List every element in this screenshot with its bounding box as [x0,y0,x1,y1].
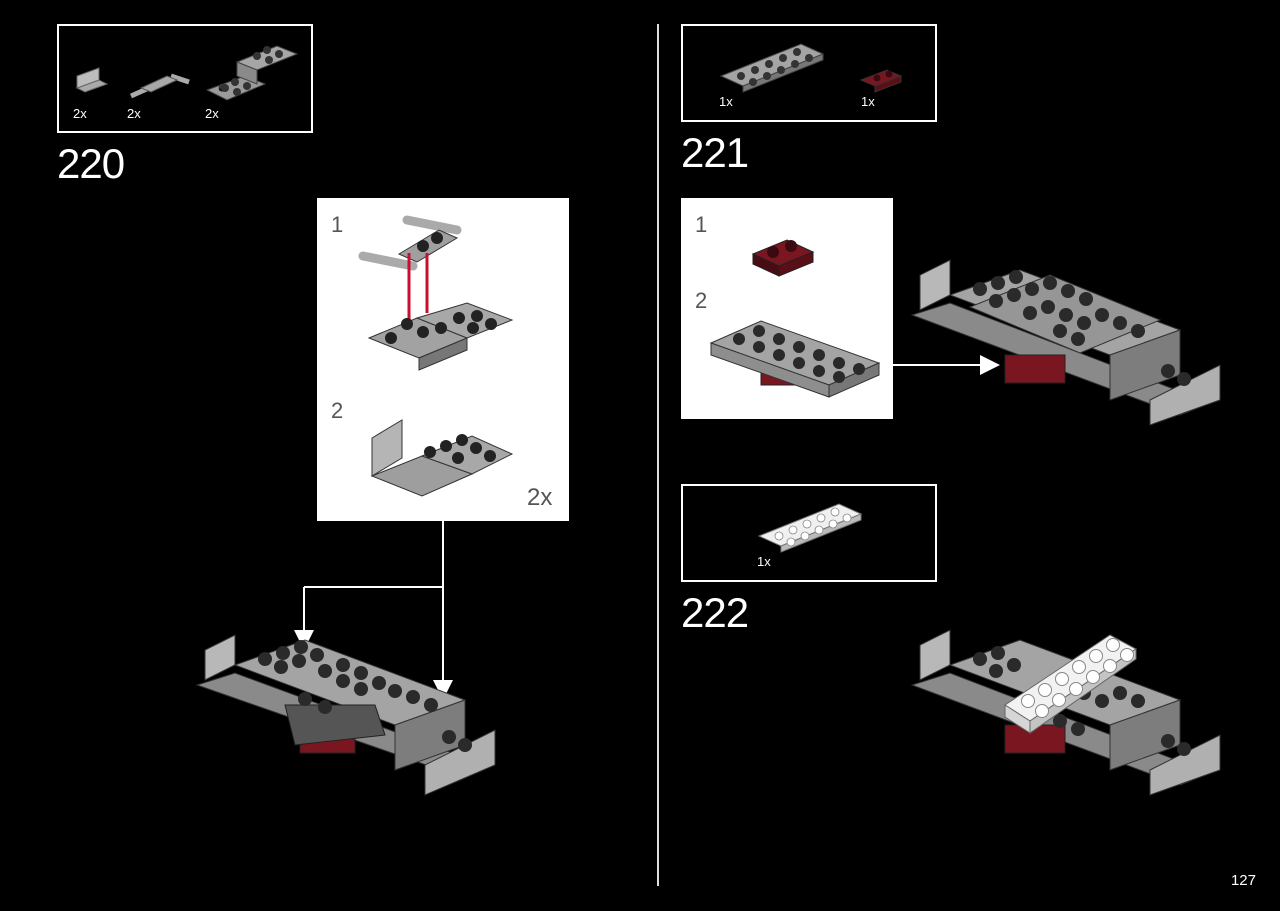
substep-number: 2 [331,398,344,423]
white-plate-2x6-icon [757,503,863,553]
substep-number: 2 [695,288,708,313]
gray-plate-2x6-icon [719,43,825,93]
model-assembly-220 [195,634,496,796]
jumper-plate-icon [205,45,299,101]
part-qty: 1x [757,554,771,569]
part-qty: 2x [127,106,141,121]
bar-holder-icon [129,73,190,99]
bracket-plate-illustration [370,419,514,497]
part-qty: 2x [205,106,219,121]
parts-list-222: 1x [681,484,937,582]
step-number-221: 221 [681,129,749,176]
dark-red-plate-1x2-icon [859,69,903,93]
part-qty: 1x [861,94,875,109]
substep-panel-220: 1 2 2x [317,198,569,521]
bar-holder-illustration [358,215,462,271]
dark-red-plate-illustration [751,239,815,277]
model-assembly-221 [910,259,1221,426]
substep-number: 1 [331,212,344,237]
page-number: 127 [1230,872,1256,889]
gray-plate-illustration [709,320,881,398]
substep-number: 1 [695,212,708,237]
part-qty: 1x [719,94,733,109]
jumper-plate-illustration [367,302,514,371]
step-number-222: 222 [681,589,749,636]
multiplier: 2x [527,484,553,511]
model-assembly-222 [910,629,1221,796]
part-qty: 2x [73,106,87,121]
assembly-arrow-red [407,253,429,325]
parts-list-220: 2x 2x 2x [57,24,313,133]
parts-list-221: 1x 1x [681,24,937,122]
substep-panel-221: 1 2 [681,198,893,419]
step-number-220: 220 [57,140,125,187]
bracket-icon [75,67,109,93]
page-divider [657,24,659,886]
